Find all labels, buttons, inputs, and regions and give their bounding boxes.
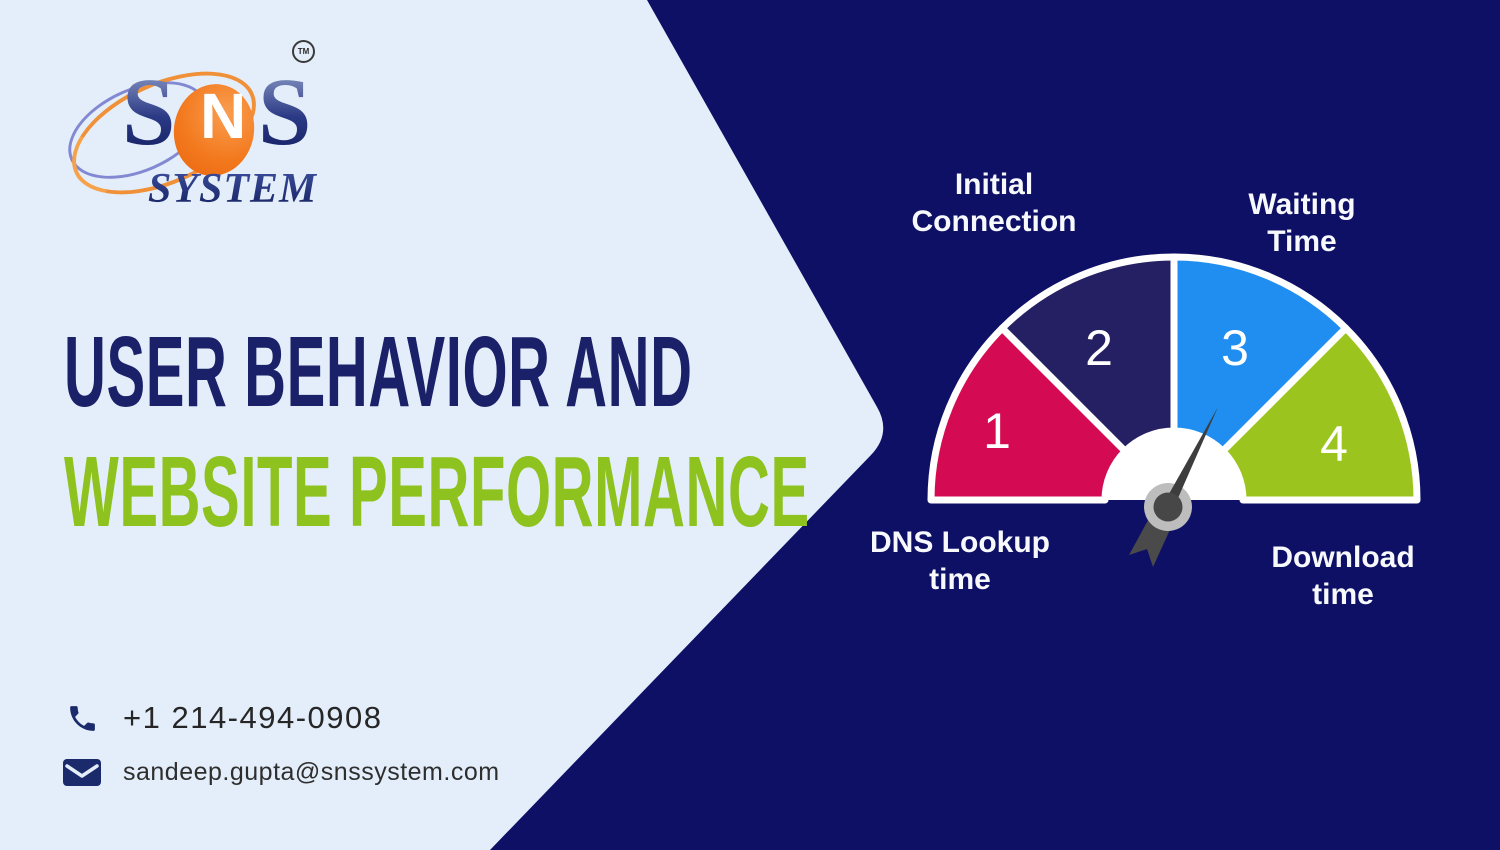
gauge-chart: 1 2 3 4 xyxy=(927,253,1421,567)
label-dns-lookup-time: DNS Lookup time xyxy=(870,524,1050,598)
label-line: Time xyxy=(1267,225,1337,258)
gauge-number-3: 3 xyxy=(1221,320,1249,376)
label-line: Connection xyxy=(911,205,1077,238)
email-address: sandeep.gupta@snssystem.com xyxy=(123,758,500,786)
sns-logo: S N S SYSTEM TM xyxy=(53,40,340,222)
label-line: Initial xyxy=(954,168,1034,201)
label-line: time xyxy=(1312,578,1374,611)
mail-icon xyxy=(63,759,101,786)
gauge-hub xyxy=(1103,429,1245,500)
gauge-number-2: 2 xyxy=(1085,320,1113,376)
light-panel-path xyxy=(0,0,884,850)
label-initial-connection: Initial Connection xyxy=(912,166,1077,240)
logo-letter-n: N xyxy=(200,80,247,152)
label-line: Download xyxy=(1271,541,1415,574)
title-line-2: WEBSITE PERFORMANCE xyxy=(64,436,810,548)
label-line: Waiting xyxy=(1248,188,1356,221)
email-row: sandeep.gupta@snssystem.com xyxy=(63,758,500,787)
gauge-number-1: 1 xyxy=(983,403,1011,459)
gauge-numbers: 1 2 3 4 xyxy=(983,320,1348,472)
label-line: DNS Lookup xyxy=(870,526,1050,559)
contact-block: +1 214-494-0908 sandeep.gupta@snssystem.… xyxy=(63,700,500,809)
gauge-number-4: 4 xyxy=(1320,416,1348,472)
trademark-badge: TM xyxy=(292,40,315,63)
logo-letter-s1: S xyxy=(122,58,176,165)
page-title: USER BEHAVIOR AND WEBSITE PERFORMANCE xyxy=(64,322,1350,542)
phone-icon xyxy=(63,702,101,735)
label-waiting-time: Waiting Time xyxy=(1248,186,1355,260)
gauge-needle xyxy=(1163,407,1218,510)
phone-number: +1 214-494-0908 xyxy=(123,700,383,735)
needle-pivot-center xyxy=(1153,492,1183,522)
phone-row: +1 214-494-0908 xyxy=(63,700,500,736)
logo-letter-s2: S xyxy=(258,58,312,165)
label-download-time: Download time xyxy=(1271,539,1414,613)
label-line: time xyxy=(929,563,991,596)
logo-subtext: SYSTEM xyxy=(148,166,318,212)
title-line-1: USER BEHAVIOR AND xyxy=(64,316,693,428)
gauge-segments xyxy=(927,253,1421,504)
